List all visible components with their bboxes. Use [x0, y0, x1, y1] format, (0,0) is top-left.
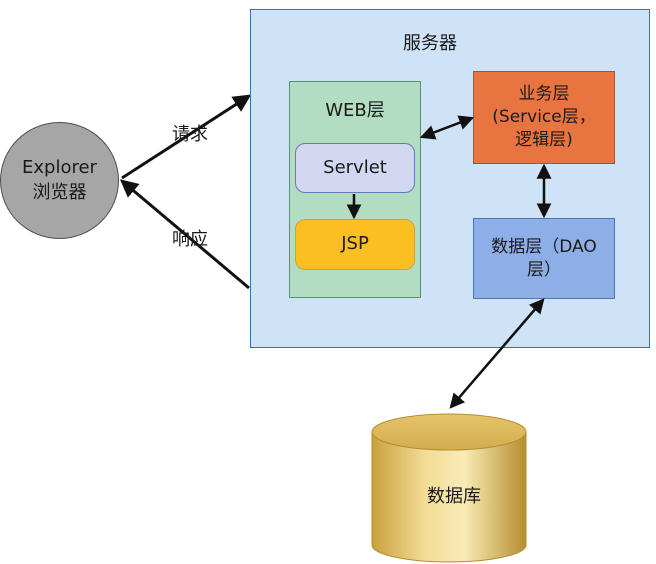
- jsp-label: JSP: [341, 233, 369, 255]
- browser-name: Explorer: [22, 157, 97, 179]
- server-title: 服务器: [403, 32, 457, 54]
- request-arrow: [121, 94, 252, 180]
- dao-database-arrow: [449, 298, 545, 409]
- database-label: 数据库: [427, 485, 481, 507]
- dao-layer-line2: 层）: [526, 259, 561, 280]
- response-arrow: [119, 179, 250, 290]
- jsp-box[interactable]: JSP: [295, 219, 415, 270]
- browser-node[interactable]: Explorer 浏览器: [0, 122, 119, 239]
- request-label: 请求: [172, 123, 208, 145]
- database-cylinder: [371, 413, 527, 563]
- dao-layer-line1: 数据层（DAO: [491, 236, 597, 257]
- service-layer-line2: (Service层，: [492, 107, 596, 128]
- servlet-box[interactable]: Servlet: [295, 143, 415, 193]
- web-service-arrow: [419, 115, 475, 140]
- service-layer-line1: 业务层: [518, 84, 570, 105]
- servlet-label: Servlet: [323, 156, 387, 178]
- service-layer-box[interactable]: 业务层 (Service层， 逻辑层): [473, 71, 615, 164]
- web-layer-title: WEB层: [325, 99, 385, 121]
- browser-label: 浏览器: [32, 181, 87, 203]
- service-layer-line3: 逻辑层): [515, 129, 573, 150]
- response-label: 响应: [172, 228, 208, 250]
